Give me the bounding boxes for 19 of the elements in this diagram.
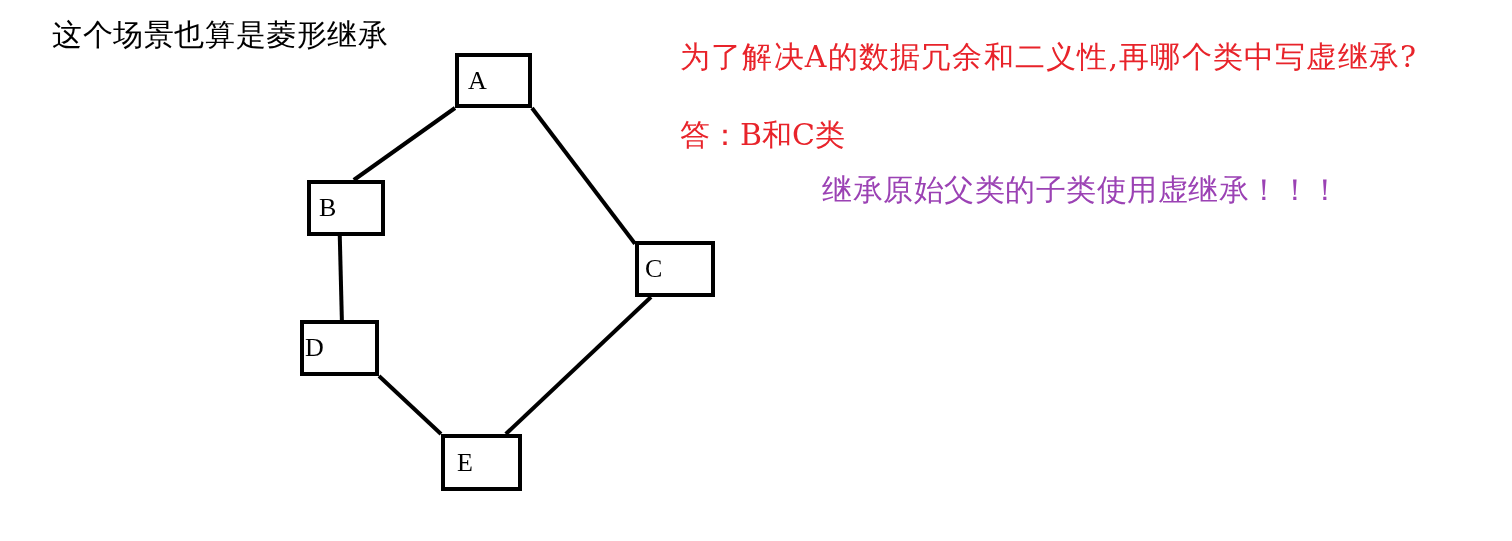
connector-line xyxy=(530,106,637,245)
question-text: 为了解决A的数据冗余和二义性,再哪个类中写虚继承? xyxy=(680,40,1418,75)
class-box xyxy=(300,320,379,376)
connector-line xyxy=(337,235,344,321)
class-name: C xyxy=(645,256,663,282)
class-box xyxy=(455,53,532,108)
answer-text: 答：B和C类 xyxy=(680,118,845,153)
class-name: D xyxy=(305,335,324,361)
diagram-title: 这个场景也算是菱形继承 xyxy=(52,18,389,53)
note-text: 继承原始父类的子类使用虚继承！！！ xyxy=(822,173,1341,208)
class-box xyxy=(441,434,522,491)
connector-line xyxy=(377,374,443,436)
connector-line xyxy=(504,295,653,436)
class-name: E xyxy=(457,449,473,476)
class-name: B xyxy=(319,195,337,221)
class-box xyxy=(635,241,715,297)
class-box xyxy=(307,180,385,236)
connector-line xyxy=(352,106,457,182)
class-name: A xyxy=(468,67,487,94)
